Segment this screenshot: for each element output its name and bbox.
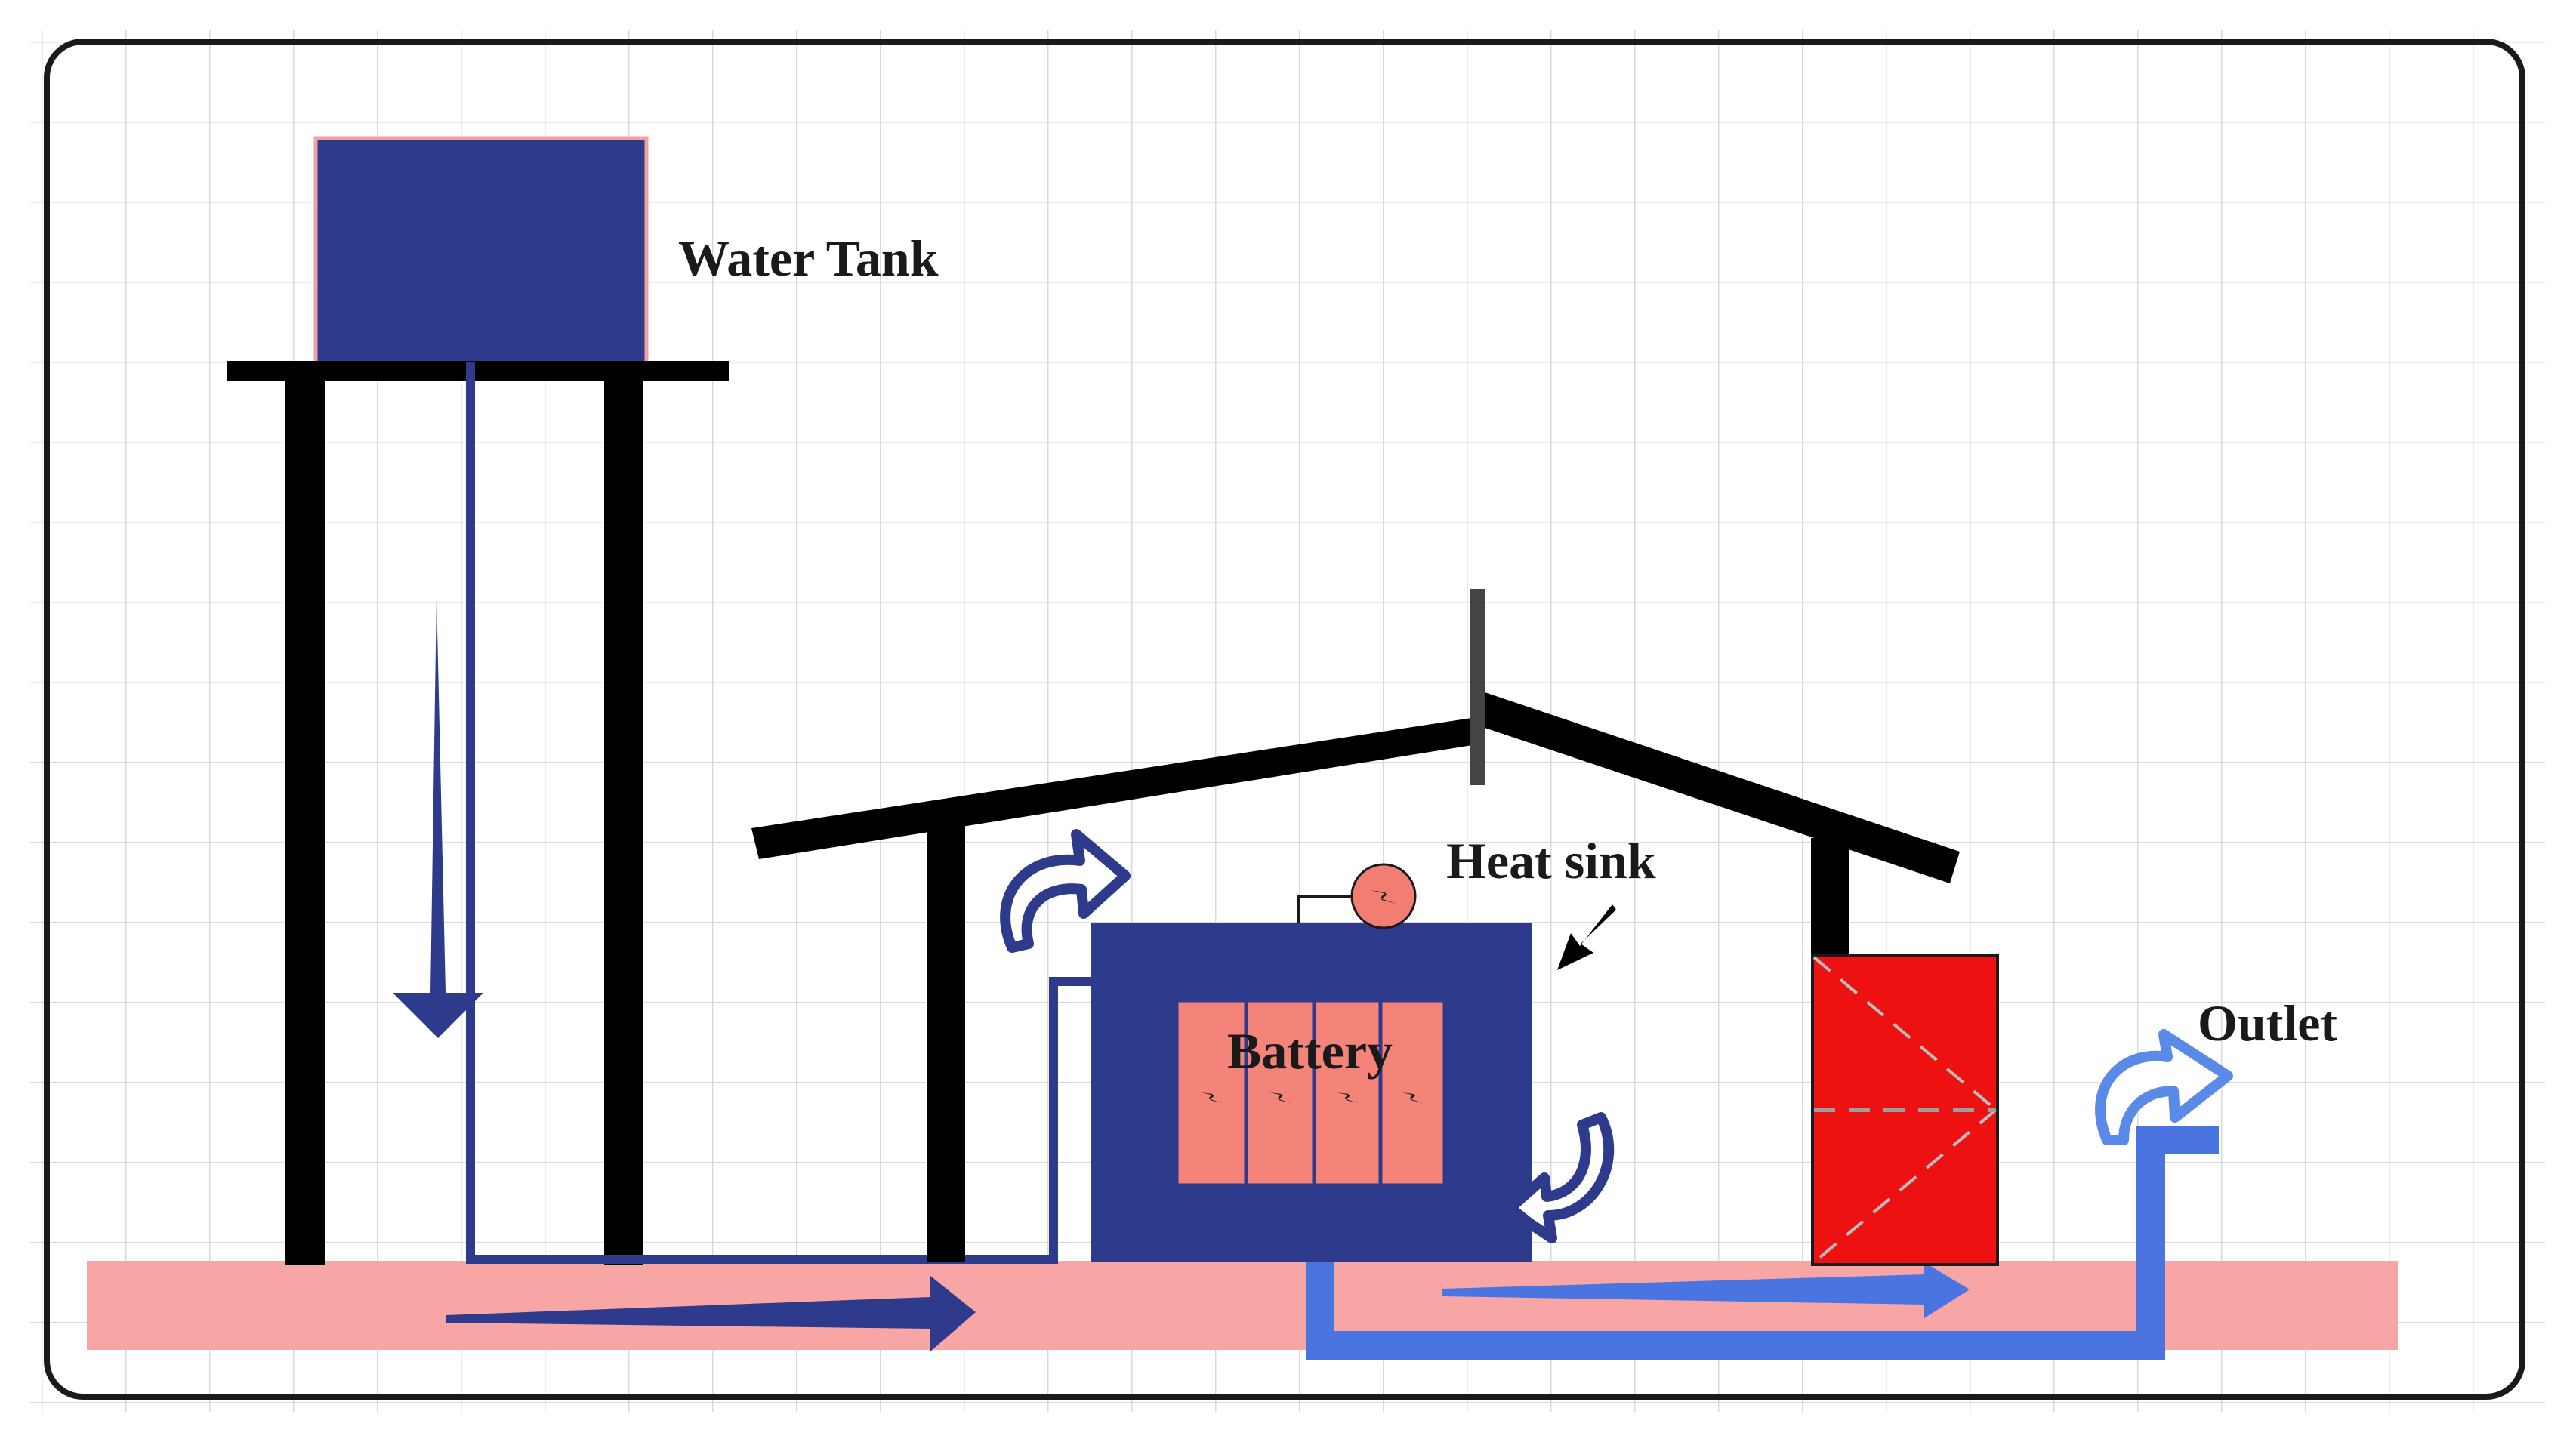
hot-water-pipe [1306, 1126, 2219, 1360]
heat-exchanger [1811, 954, 1999, 1266]
frame-border [44, 39, 2525, 1400]
water-tower [227, 136, 729, 1265]
house-post-left [927, 823, 965, 1262]
exchanger-dashed-line [1812, 956, 1998, 1111]
exchanger-dashed-line [1812, 1108, 1998, 1264]
battery-enclosure [1091, 923, 1532, 1262]
outlet-curved-arrow [2095, 1029, 2233, 1145]
lightning-bolt-icon [1269, 1092, 1291, 1103]
lightning-bolt-icon [1337, 1092, 1358, 1103]
hot-air-curved-arrow-left [1000, 829, 1131, 953]
heat-sink-indicator [1297, 863, 1417, 929]
battery-pack [1174, 998, 1447, 1188]
cold-water-pipe [466, 362, 1091, 1264]
arrow-icon [1557, 904, 1616, 970]
flow-right-arrow-cold [446, 1276, 976, 1351]
label-outlet: Outlet [2198, 994, 2337, 1052]
tower-leg-left [285, 374, 325, 1265]
house-post-right [1811, 838, 1849, 959]
hot-air-curved-arrow-right [1505, 1112, 1615, 1243]
roof-right [1471, 691, 1960, 883]
roof-vent-pole [1470, 589, 1485, 785]
flow-right-arrow-hot [1442, 1262, 1970, 1318]
flow-down-arrow [393, 596, 483, 1038]
lightning-bolt-icon [1201, 1092, 1222, 1103]
water-tank [313, 136, 649, 367]
label-battery: Battery [1227, 1022, 1393, 1080]
label-heat-sink: Heat sink [1446, 832, 1656, 889]
lightning-bolt-icon [1370, 890, 1397, 904]
heat-sink-lead [1297, 895, 1352, 923]
lightning-bolt-icon [1402, 1092, 1423, 1103]
label-water-tank: Water Tank [678, 230, 939, 287]
house [751, 589, 1960, 1262]
tower-leg-right [604, 374, 643, 1265]
